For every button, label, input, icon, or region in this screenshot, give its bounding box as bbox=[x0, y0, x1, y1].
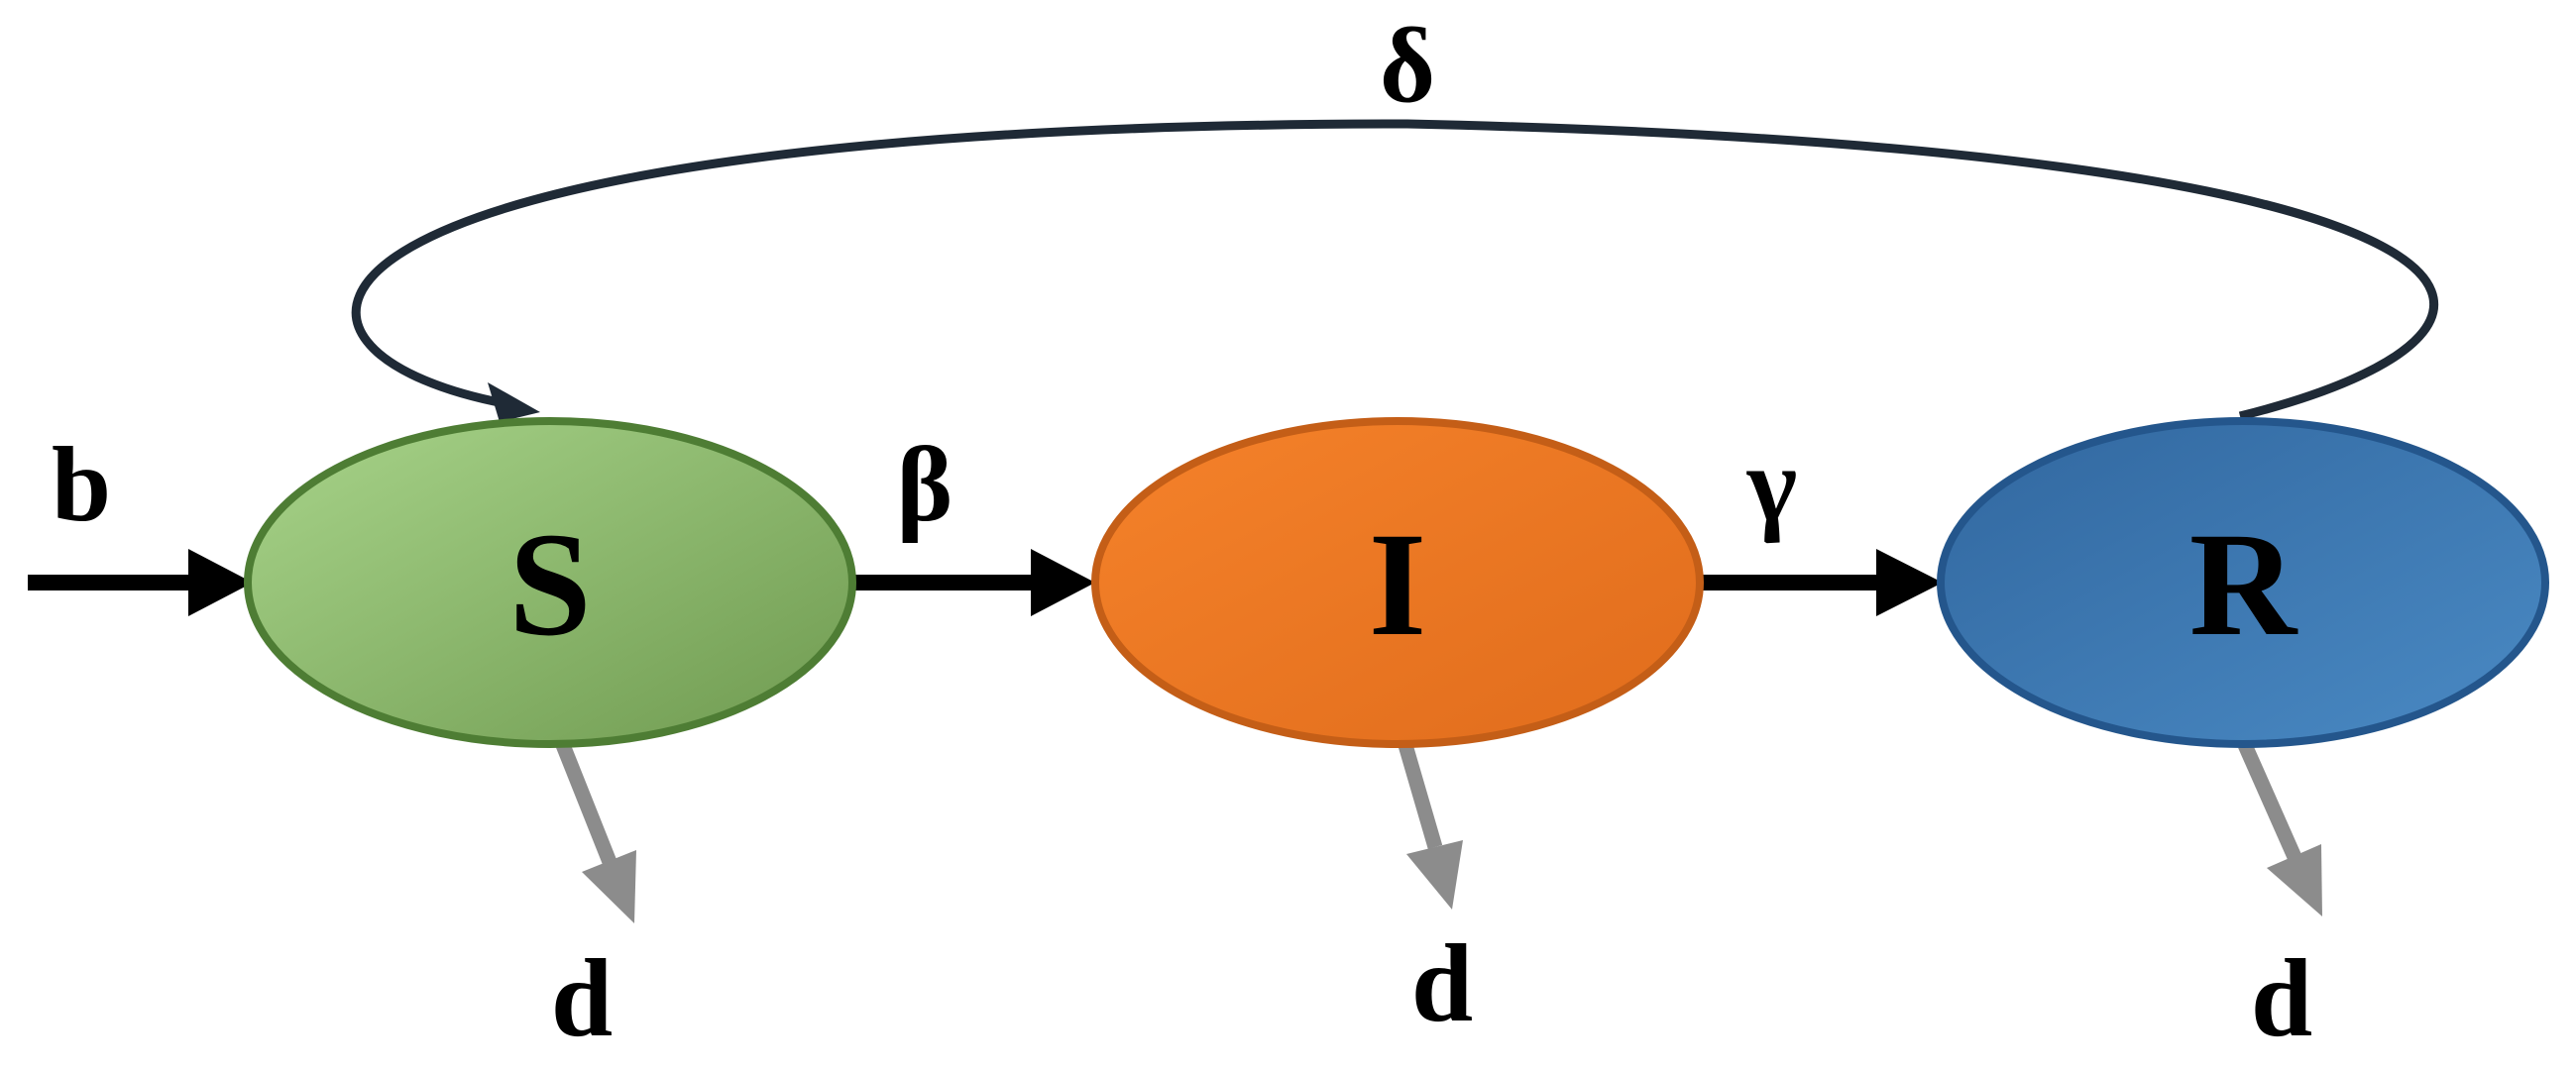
node-r: R bbox=[1937, 417, 2549, 748]
rate-label-birth: b bbox=[52, 426, 111, 544]
node-s-label: S bbox=[508, 502, 591, 667]
immunity-loss-curve bbox=[351, 119, 2439, 421]
node-r-label: R bbox=[2189, 502, 2298, 667]
node-s-ellipse bbox=[244, 417, 856, 748]
death-label-r: d bbox=[2251, 937, 2312, 1060]
recovery-arrowhead bbox=[1876, 549, 1943, 616]
node-s: S bbox=[244, 417, 856, 748]
rate-label-infection: β bbox=[897, 426, 953, 544]
death-label-i: d bbox=[1411, 922, 1473, 1045]
death-arrowhead-i bbox=[1406, 840, 1463, 910]
death-arrowhead-s bbox=[582, 850, 636, 923]
immunity-loss-arrowhead bbox=[488, 382, 540, 422]
death-arrow-r bbox=[2238, 741, 2301, 861]
node-i-ellipse bbox=[1091, 417, 1704, 748]
birth-arrowhead bbox=[188, 549, 253, 616]
death-arrow-s bbox=[556, 742, 616, 865]
death-label-s: d bbox=[551, 937, 613, 1060]
infection-arrowhead bbox=[1031, 549, 1095, 616]
rate-label-recovery: γ bbox=[1746, 426, 1798, 544]
node-i: I bbox=[1091, 417, 1704, 748]
death-arrowhead-r bbox=[2267, 844, 2322, 916]
node-i-label: I bbox=[1369, 502, 1426, 667]
rate-label-immunity-loss: δ bbox=[1380, 7, 1435, 125]
node-r-ellipse bbox=[1937, 417, 2549, 748]
death-arrow-i bbox=[1398, 742, 1443, 850]
